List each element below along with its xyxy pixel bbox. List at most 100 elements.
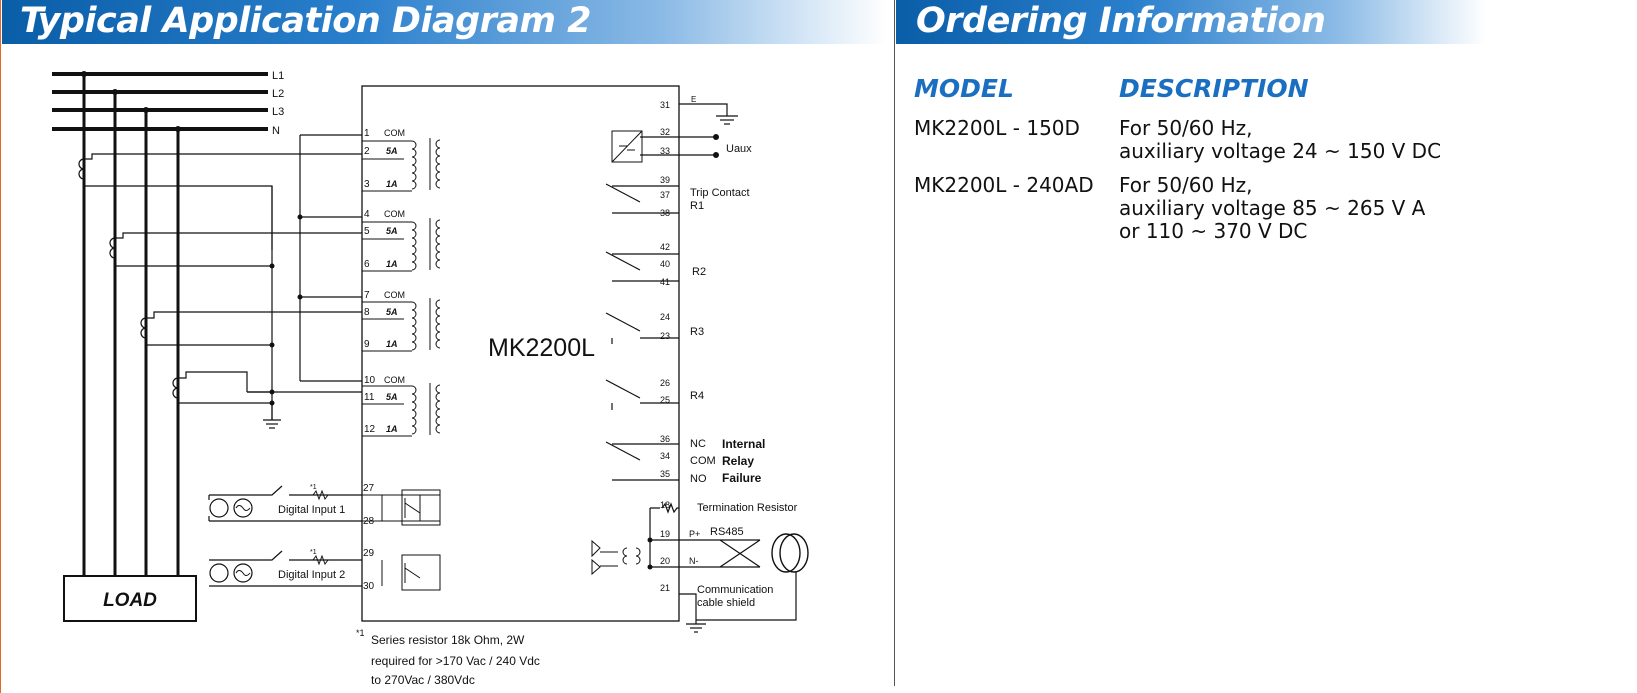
diagram-title-banner: Typical Application Diagram 2 bbox=[2, 0, 887, 44]
failure-label: Failure bbox=[722, 471, 762, 485]
terminal-10: 10 bbox=[364, 375, 376, 386]
digital-input-1: *1 Digital Input 1 27 28 bbox=[208, 483, 441, 527]
relay-label: Relay bbox=[722, 454, 754, 468]
terminal-36: 36 bbox=[660, 434, 670, 444]
device-label: MK2200L bbox=[488, 334, 595, 362]
phase-label-n: N bbox=[272, 125, 280, 137]
terminal-12: 12 bbox=[364, 424, 376, 435]
phase-bus bbox=[52, 72, 268, 131]
r2-label: R2 bbox=[692, 266, 706, 278]
label-1a: 1A bbox=[386, 259, 398, 269]
terminal-8: 8 bbox=[364, 307, 370, 318]
com-label: COM bbox=[384, 290, 405, 300]
rs485-label: RS485 bbox=[710, 526, 744, 538]
load-label: LOAD bbox=[103, 590, 157, 611]
diagram-title: Typical Application Diagram 2 bbox=[20, 1, 592, 41]
terminal-29: 29 bbox=[363, 548, 375, 559]
footnote-line-3: to 270Vac / 380Vdc bbox=[371, 673, 475, 687]
uaux-label: Uaux bbox=[726, 143, 752, 155]
line-ct-coils bbox=[78, 153, 273, 404]
terminal-32: 32 bbox=[660, 127, 670, 137]
no-label: NO bbox=[690, 473, 707, 485]
p-plus-label: P+ bbox=[689, 529, 700, 539]
com-label: COM bbox=[384, 128, 405, 138]
terminal-37: 37 bbox=[660, 190, 670, 200]
label-1a: 1A bbox=[386, 179, 398, 189]
description-header: DESCRIPTION bbox=[1119, 74, 1309, 103]
cable-shield-label: cable shield bbox=[697, 597, 755, 609]
footnote-line-2: required for >170 Vac / 240 Vdc bbox=[371, 654, 540, 668]
terminal-39: 39 bbox=[660, 175, 670, 185]
terminal-33: 33 bbox=[660, 146, 670, 156]
label-5a: 5A bbox=[386, 226, 398, 236]
description-1-line-2: auxiliary voltage 24 ~ 150 V DC bbox=[1119, 139, 1442, 163]
description-2-line-3: or 110 ~ 370 V DC bbox=[1119, 219, 1308, 243]
terminal-26: 26 bbox=[660, 378, 670, 388]
terminal-9: 9 bbox=[364, 339, 370, 350]
nc-label: NC bbox=[690, 438, 706, 450]
ct-input-group-3: 7 COM 8 5A 9 1A bbox=[364, 290, 405, 350]
right-terminals: 31 E 32 33 Uaux 39 37 38 Trip Contact R1… bbox=[660, 95, 798, 609]
description-2-line-1: For 50/60 Hz, bbox=[1119, 173, 1253, 197]
terminal-2: 2 bbox=[364, 146, 370, 157]
terminal-19: 19 bbox=[660, 529, 670, 539]
phase-label-l1: L1 bbox=[272, 70, 284, 82]
terminal-1: 1 bbox=[364, 128, 370, 139]
terminal-23: 23 bbox=[660, 331, 670, 341]
note-mark: *1 bbox=[310, 484, 317, 491]
label-5a: 5A bbox=[386, 307, 398, 317]
terminal-21: 21 bbox=[660, 583, 670, 593]
footnote-mark: *1 bbox=[356, 628, 365, 638]
terminal-31: 31 bbox=[660, 100, 670, 110]
internal-label: Internal bbox=[722, 437, 765, 451]
ct-input-group-4: 10 COM 11 5A 12 1A bbox=[364, 375, 405, 435]
footnote: *1 Series resistor 18k Ohm, 2W required … bbox=[356, 628, 540, 687]
digital-input-2: *1 Digital Input 2 29 30 bbox=[209, 548, 441, 592]
terminal-24: 24 bbox=[660, 312, 670, 322]
terminal-4: 4 bbox=[364, 209, 370, 220]
internal-ct-coils bbox=[362, 138, 441, 437]
ordering-title: Ordering Information bbox=[916, 1, 1326, 41]
footnote-line-1: Series resistor 18k Ohm, 2W bbox=[371, 633, 525, 647]
r1-label: R1 bbox=[690, 200, 704, 212]
phase-drops bbox=[82, 72, 180, 576]
ct-input-group-1: 1 COM 2 5A 3 1A bbox=[364, 128, 405, 190]
terminal-27: 27 bbox=[363, 483, 375, 494]
ct-input-group-2: 4 COM 5 5A 6 1A bbox=[364, 209, 405, 270]
terminal-20: 20 bbox=[660, 556, 670, 566]
label-5a: 5A bbox=[386, 146, 398, 156]
phase-label-l2: L2 bbox=[272, 88, 284, 100]
description-2: For 50/60 Hz, auxiliary voltage 85 ~ 265… bbox=[1119, 174, 1425, 243]
label-1a: 1A bbox=[386, 339, 398, 349]
ct-wiring bbox=[97, 134, 362, 420]
terminal-30: 30 bbox=[363, 581, 375, 592]
application-diagram: L1 L2 L3 N LOAD bbox=[52, 70, 809, 687]
communication-label: Communication bbox=[697, 584, 773, 596]
terminal-5: 5 bbox=[364, 226, 370, 237]
terminal-34: 34 bbox=[660, 451, 670, 461]
terminal-41: 41 bbox=[660, 277, 670, 287]
com-relay-label: COM bbox=[690, 455, 716, 467]
description-2-line-2: auxiliary voltage 85 ~ 265 V A bbox=[1119, 196, 1426, 220]
terminal-6: 6 bbox=[364, 259, 370, 270]
ct-ground-icon bbox=[263, 403, 281, 429]
terminal-7: 7 bbox=[364, 290, 370, 301]
label-1a: 1A bbox=[386, 424, 398, 434]
digital-input-2-label: Digital Input 2 bbox=[278, 569, 345, 581]
terminal-40: 40 bbox=[660, 259, 670, 269]
description-1: For 50/60 Hz, auxiliary voltage 24 ~ 150… bbox=[1119, 117, 1441, 163]
phase-labels: L1 L2 L3 N bbox=[272, 70, 284, 137]
load-box bbox=[63, 575, 197, 622]
model-header: MODEL bbox=[914, 74, 1014, 103]
trip-contact-label: Trip Contact bbox=[690, 187, 750, 199]
ordering-title-banner: Ordering Information bbox=[896, 0, 1486, 44]
com-label: COM bbox=[384, 375, 405, 385]
column-divider bbox=[894, 0, 895, 686]
model-2: MK2200L - 240AD bbox=[914, 173, 1094, 197]
terminal-42: 42 bbox=[660, 242, 670, 252]
r3-label: R3 bbox=[690, 326, 704, 338]
com-label: COM bbox=[384, 209, 405, 219]
terminal-11: 11 bbox=[364, 392, 375, 403]
terminal-35: 35 bbox=[660, 469, 670, 479]
earth-label: E bbox=[691, 95, 696, 104]
